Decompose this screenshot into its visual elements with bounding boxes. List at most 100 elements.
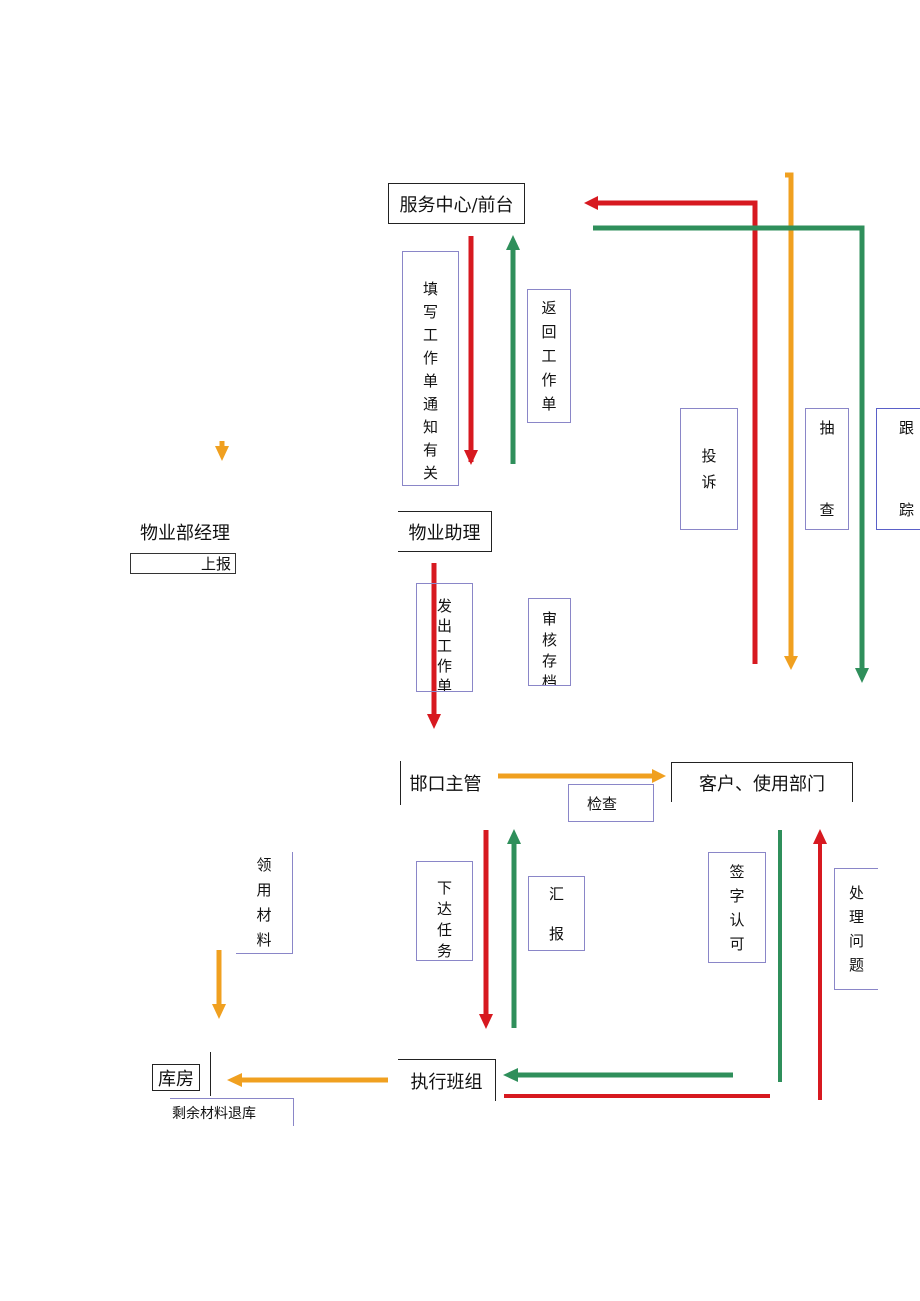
char: 料 (256, 930, 272, 949)
char: 作 (541, 371, 557, 389)
char: 写 (422, 303, 438, 321)
label-return-work-order-text: 返 回 工 作 单 (541, 296, 556, 416)
arrowhead-handle-problem (813, 829, 827, 844)
char: 材 (256, 905, 272, 924)
char: 通 (422, 395, 438, 413)
node-service-center: 服务中心/前台 (388, 183, 525, 224)
char: 出 (436, 617, 452, 635)
node-property-manager: 物业部经理 (140, 523, 230, 544)
char: 可 (729, 934, 745, 953)
label-issue-work-order-text: 发 出 工 作 单 (436, 596, 452, 692)
node-dept-supervisor: 邯口主管 (400, 761, 490, 805)
char: 投 (701, 447, 717, 465)
label-follow-up: 跟 踪 (876, 408, 920, 530)
char: 达 (436, 900, 452, 918)
arrowhead-return-materials (227, 1073, 242, 1087)
label-return-work-order: 返 回 工 作 单 (527, 289, 571, 423)
label-review-archive-text: 审 核 存 档 (541, 609, 557, 686)
arrowhead-follow-up (855, 668, 869, 683)
char: 报 (548, 924, 564, 943)
label-fill-work-order-text: 填 写 工 作 单 通 知 有 关 (423, 278, 438, 485)
char: 单 (436, 677, 452, 692)
label-follow-up-text: 跟 踪 (899, 387, 914, 551)
char: 理 (848, 908, 864, 926)
label-inspect: 检查 (568, 784, 654, 822)
char: 问 (848, 932, 864, 950)
arrowhead-fill-work-order (464, 450, 478, 465)
label-sign-approve-text: 签 字 认 可 (729, 860, 744, 956)
char: 踪 (899, 501, 915, 519)
char: 领 (256, 855, 272, 874)
label-assign-task-text: 下 达 任 务 (436, 878, 452, 960)
char: 汇 (548, 884, 564, 903)
arrowhead-report-up (215, 446, 229, 461)
label-collect-materials: 领 用 材 料 (236, 852, 293, 954)
label-report-up: 上报 (130, 553, 236, 574)
char: 存 (541, 652, 557, 670)
char: 务 (436, 942, 452, 960)
char: 下 (436, 879, 452, 897)
char: 认 (729, 910, 745, 929)
arrowhead-issue-work-order (427, 714, 441, 729)
char: 处 (848, 884, 864, 902)
label-summary-report: 汇 报 (528, 876, 585, 951)
char: 工 (541, 347, 557, 365)
char: 作 (422, 349, 438, 367)
char: 作 (436, 657, 452, 675)
char: 有 (422, 441, 438, 459)
char: 填 (422, 280, 438, 298)
char: 字 (729, 886, 745, 905)
label-fill-work-order: 填 写 工 作 单 通 知 有 关 (402, 251, 459, 486)
label-return-materials: 剩余材料退库 (170, 1098, 294, 1126)
label-complaint-text: 投 诉 (701, 443, 716, 495)
char: 题 (848, 956, 864, 974)
label-issue-work-order: 发 出 工 作 单 (416, 583, 473, 692)
char: 任 (436, 921, 452, 939)
label-review-archive: 审 核 存 档 (528, 598, 571, 686)
label-handle-problem: 处 理 问 题 (834, 868, 878, 990)
char: 核 (541, 631, 557, 649)
label-sign-approve: 签 字 认 可 (708, 852, 766, 963)
arrowhead-return-work-order (506, 235, 520, 250)
label-summary-report-text: 汇 报 (549, 874, 564, 954)
char: 关 (422, 464, 438, 482)
char: 回 (541, 323, 557, 341)
char: 查 (819, 501, 835, 519)
arrowhead-spot-check (784, 656, 798, 670)
char: 抽 (819, 419, 835, 437)
arrow-complaint (596, 200, 758, 664)
arrowhead-team-feedback (503, 1068, 518, 1082)
label-collect-materials-text: 领 用 材 料 (256, 853, 271, 953)
char: 单 (422, 372, 438, 390)
node-customer-dept: 客户、使用部门 (671, 762, 853, 802)
storeroom-side-bracket (210, 1052, 211, 1096)
label-assign-task: 下 达 任 务 (416, 861, 473, 961)
char: 工 (436, 637, 452, 655)
char: 工 (422, 326, 438, 344)
char: 档 (541, 673, 557, 686)
char: 签 (729, 862, 745, 881)
label-spot-check-text: 抽 查 (819, 387, 834, 551)
arrowhead-collect-materials (212, 1004, 226, 1019)
node-property-assistant: 物业助理 (398, 511, 492, 552)
char: 用 (256, 880, 272, 899)
arrowhead-summary-report (507, 829, 521, 844)
arrowhead-inspect (652, 769, 666, 783)
char: 发 (436, 597, 452, 615)
arrow-spot-check (785, 172, 794, 656)
label-complaint: 投 诉 (680, 408, 738, 530)
char: 跟 (899, 419, 915, 437)
char: 知 (422, 418, 438, 436)
node-execution-team: 执行班组 (398, 1059, 496, 1101)
arrowhead-complaint (584, 196, 598, 210)
char: 单 (541, 395, 557, 413)
node-storeroom: 库房 (152, 1064, 200, 1091)
char: 返 (541, 299, 557, 317)
label-return-materials-text: 剩余材料退库 (172, 1105, 256, 1122)
label-spot-check: 抽 查 (805, 408, 849, 530)
label-handle-problem-text: 处 理 问 题 (849, 881, 864, 977)
char: 审 (541, 610, 557, 628)
char: 诉 (701, 473, 717, 491)
arrowhead-assign-task (479, 1014, 493, 1029)
